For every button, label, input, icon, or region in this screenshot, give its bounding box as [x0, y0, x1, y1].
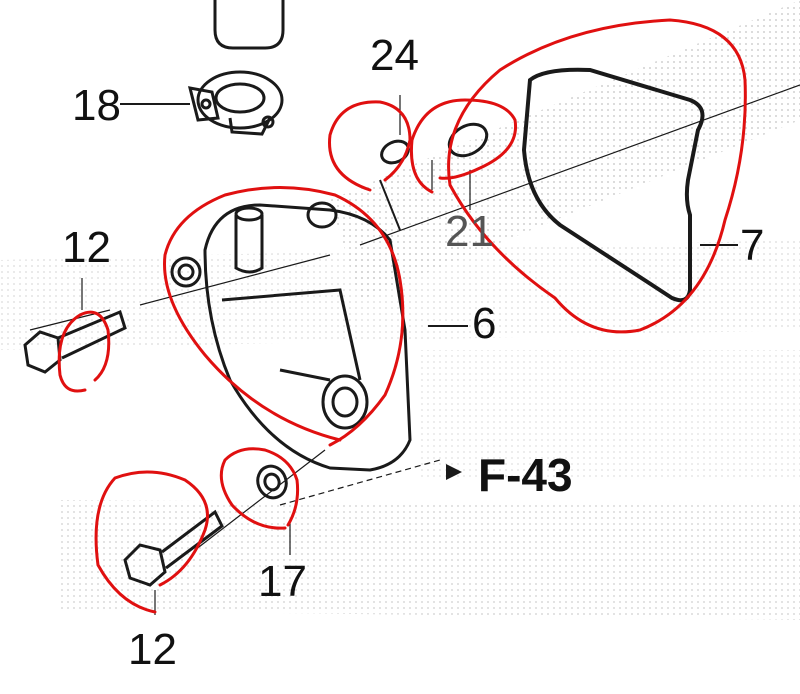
annotation-circle-7 — [447, 18, 747, 334]
part-number-12-top: 12 — [62, 223, 111, 272]
part-number-18: 18 — [72, 81, 121, 130]
red-annotations — [57, 18, 747, 614]
part-number-24: 24 — [370, 31, 419, 80]
annotation-circle-17 — [219, 447, 300, 530]
part-number-21: 21 — [445, 207, 494, 256]
annotation-circle-6 — [163, 186, 405, 447]
part-number-17: 17 — [258, 557, 307, 606]
reference-f43: F-43 — [478, 449, 573, 501]
part-number-7: 7 — [740, 221, 765, 270]
part-number-12-bottom: 12 — [128, 625, 177, 674]
reference-arrow — [446, 464, 462, 480]
housing-part-6 — [170, 179, 468, 472]
washer-part-17 — [256, 464, 288, 500]
annotation-circle-12-top — [57, 310, 111, 393]
clamp-part-18 — [120, 0, 285, 136]
annotation-circle-21 — [409, 98, 518, 194]
part-number-6: 6 — [472, 299, 497, 348]
bolts-part-12 — [23, 309, 224, 587]
annotation-circle-12-bottom — [94, 470, 209, 614]
annotation-circle-24 — [328, 100, 412, 192]
